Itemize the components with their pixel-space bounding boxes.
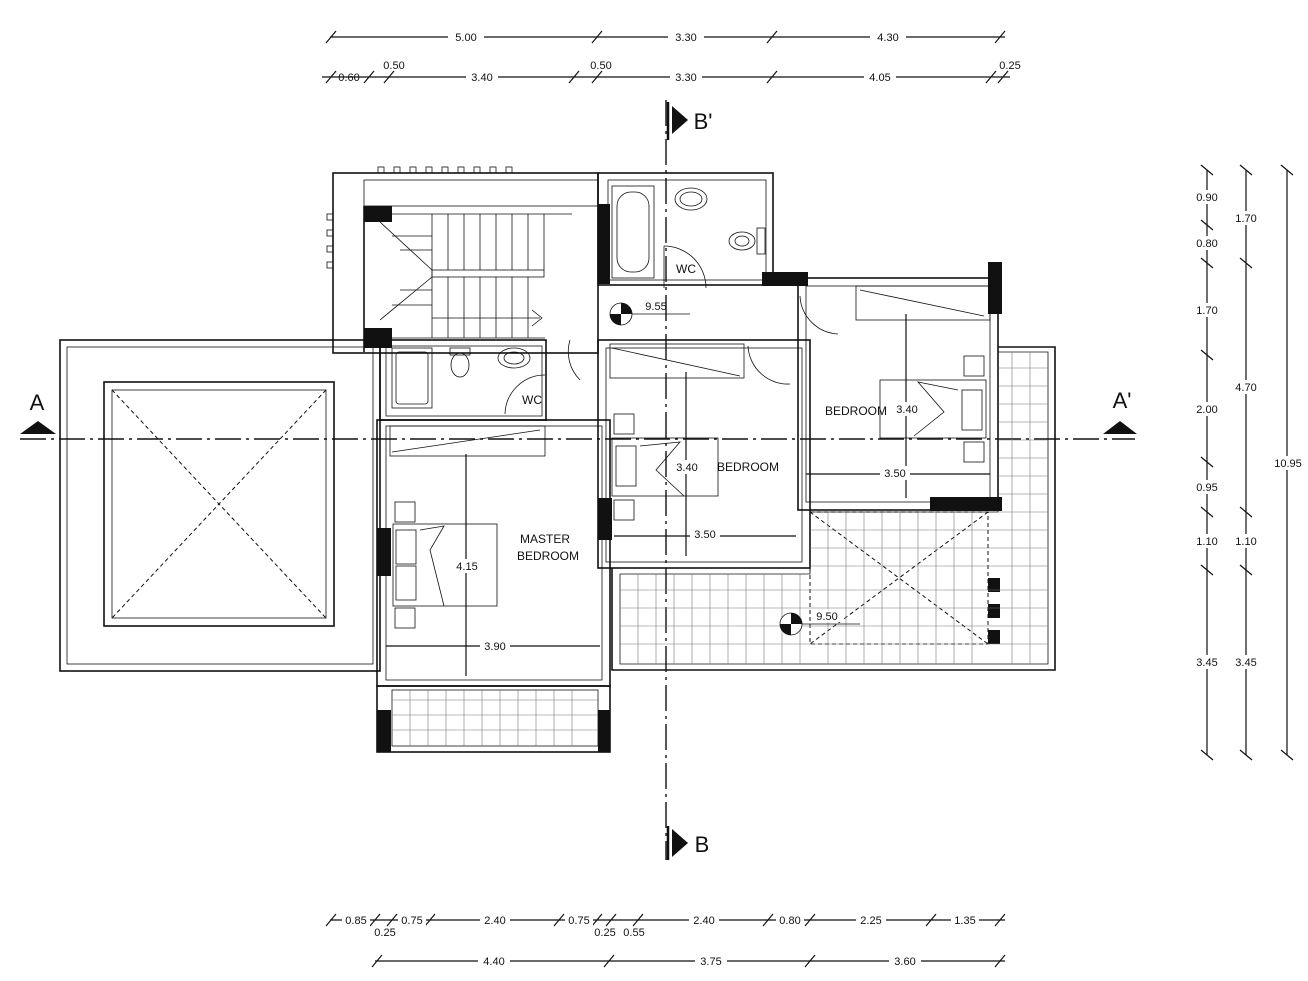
right-dimension-chain-2: 1.70 4.70 1.10 3.45 — [1232, 164, 1260, 761]
right-dim-1-2: 1.70 — [1196, 305, 1217, 317]
toilet-icon-lower — [450, 352, 470, 378]
section-line-a: A A' — [20, 388, 1137, 440]
top-dim-1-2: 4.30 — [877, 32, 898, 44]
bottom-dim-2-0: 4.40 — [483, 956, 504, 968]
right-bedroom: 3.40 3.50 BEDROOM — [797, 262, 1002, 511]
wc-upper-label: WC — [676, 262, 696, 276]
section-b-prime-marker-icon — [672, 106, 688, 134]
top-dim-2-4: 3.30 — [675, 72, 696, 84]
center-bedroom-label: BEDROOM — [717, 460, 779, 474]
master-bedroom-label-1: MASTER — [520, 532, 570, 546]
right-terrace — [611, 346, 1056, 671]
shower-tray-icon — [391, 347, 433, 409]
master-bedroom: 4.15 3.90 MASTER BEDROOM — [376, 419, 611, 687]
level-terrace-value: 9.50 — [816, 611, 837, 623]
right-dim-2-1: 4.70 — [1235, 382, 1256, 394]
sink-icon-lower — [497, 347, 531, 369]
center-bedroom: 3.40 3.50 BEDROOM — [597, 339, 811, 569]
bottom-dim-1-2: 0.75 — [401, 915, 422, 927]
top-dim-2-3: 0.50 — [590, 60, 611, 72]
bottom-dim-2-1: 3.75 — [700, 956, 721, 968]
terrace-tile-grid — [620, 352, 1048, 664]
section-a-prime-marker-icon — [1103, 421, 1137, 434]
bottom-dim-1-8: 0.80 — [779, 915, 800, 927]
center-width-dim: 3.50 — [694, 529, 715, 541]
left-void-terrace — [59, 339, 381, 672]
bathtub-icon — [611, 185, 655, 279]
section-b-marker-icon — [672, 829, 688, 857]
bottom-dimension-chain-1: 0.85 0.25 0.75 2.40 0.75 0.25 0.55 2.40 … — [325, 913, 1006, 939]
bottom-dimension-chain-2: 4.40 3.75 3.60 — [371, 954, 1006, 968]
level-upper-value: 9.55 — [645, 301, 666, 313]
top-dim-1-0: 5.00 — [455, 32, 476, 44]
right-dim-1-1: 0.80 — [1196, 238, 1217, 250]
sink-icon — [674, 187, 708, 211]
level-mark-terrace: 9.50 — [779, 609, 860, 636]
section-a-marker-icon — [20, 421, 56, 434]
level-mark-upper: 9.55 — [609, 301, 690, 326]
right-dim-2-0: 1.70 — [1235, 213, 1256, 225]
top-dim-2-0: 0.60 — [338, 72, 359, 84]
toilet-icon — [728, 231, 756, 251]
wardrobe-icon-center — [609, 343, 745, 379]
bottom-dim-1-6: 0.55 — [623, 927, 644, 939]
bottom-dim-1-5: 0.25 — [594, 927, 615, 939]
wardrobe-icon — [389, 425, 546, 457]
section-line-b: B' B — [665, 100, 713, 860]
top-dim-2-6: 0.25 — [999, 60, 1020, 72]
double-bed-icon — [392, 523, 498, 607]
right-dim-total: 10.95 — [1274, 458, 1302, 470]
top-dim-2-1: 0.50 — [383, 60, 404, 72]
master-depth-dim: 4.15 — [456, 561, 477, 573]
wardrobe-icon-right — [855, 285, 991, 321]
right-dim-2-3: 3.45 — [1235, 657, 1256, 669]
bed-icon-center — [611, 437, 719, 497]
bottom-dim-1-7: 2.40 — [693, 915, 714, 927]
top-dim-2-5: 4.05 — [869, 72, 890, 84]
lower-wc: WC — [379, 339, 581, 421]
right-dimension-total: 10.95 — [1272, 164, 1304, 761]
top-dim-2-2: 3.40 — [471, 72, 492, 84]
right-width-dim: 3.50 — [884, 468, 905, 480]
bottom-dim-1-4: 0.75 — [568, 915, 589, 927]
right-dim-1-3: 2.00 — [1196, 404, 1217, 416]
bed-icon-right — [879, 379, 987, 439]
bottom-dim-1-10: 1.35 — [954, 915, 975, 927]
right-depth-dim: 3.40 — [896, 404, 917, 416]
master-width-dim: 3.90 — [484, 641, 505, 653]
bottom-dim-2-2: 3.60 — [894, 956, 915, 968]
section-b-label: B — [695, 832, 710, 857]
right-dim-1-6: 3.45 — [1196, 657, 1217, 669]
right-dim-1-0: 0.90 — [1196, 192, 1217, 204]
top-dimension-chain-1: 5.00 3.30 4.30 — [325, 30, 1006, 44]
right-bedroom-label: BEDROOM — [825, 404, 887, 418]
top-dimension-chain-2: 0.60 0.50 3.40 0.50 3.30 4.05 0.25 — [322, 60, 1021, 84]
section-a-prime-label: A' — [1113, 388, 1132, 413]
right-dim-2-2: 1.10 — [1235, 536, 1256, 548]
staircase — [326, 166, 599, 354]
bottom-dim-1-9: 2.25 — [860, 915, 881, 927]
wc-lower-label: WC — [522, 393, 542, 407]
right-dim-1-4: 0.95 — [1196, 482, 1217, 494]
upper-bathroom: WC — [597, 172, 808, 289]
section-a-label: A — [30, 390, 45, 415]
center-depth-dim: 3.40 — [676, 462, 697, 474]
master-bedroom-label-2: BEDROOM — [517, 549, 579, 563]
bottom-dim-1-3: 2.40 — [484, 915, 505, 927]
master-balcony — [376, 685, 611, 753]
bottom-dim-1-0: 0.85 — [345, 915, 366, 927]
bottom-dim-1-1: 0.25 — [374, 927, 395, 939]
right-dim-1-5: 1.10 — [1196, 536, 1217, 548]
top-dim-1-1: 3.30 — [675, 32, 696, 44]
right-dimension-chain-1: 0.90 0.80 1.70 2.00 0.95 1.10 3.45 — [1193, 164, 1221, 761]
section-b-prime-label: B' — [694, 109, 713, 134]
